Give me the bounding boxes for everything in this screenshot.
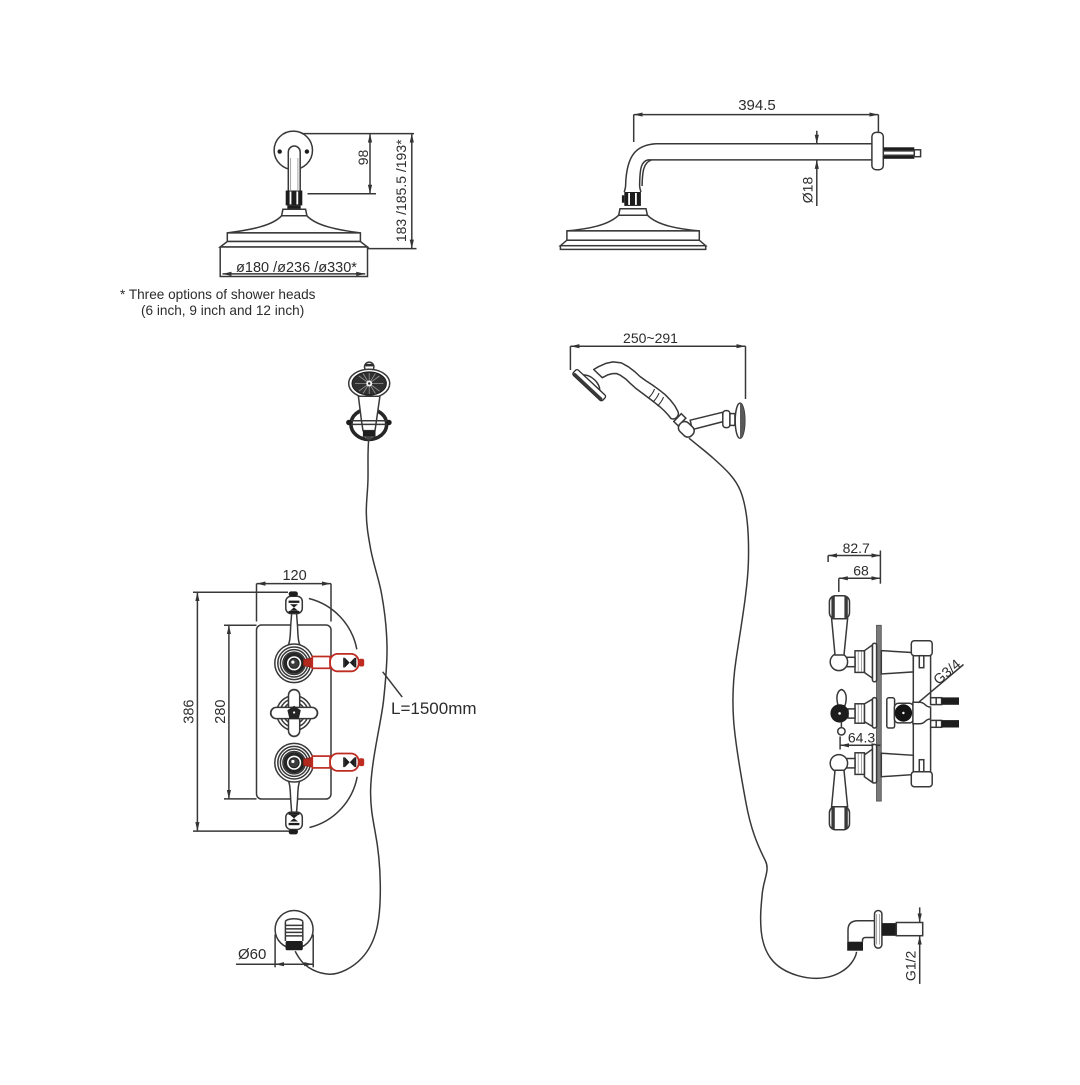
svg-text:Ø60: Ø60 [238,946,266,963]
svg-text:280: 280 [213,699,229,723]
svg-text:ø180 /ø236 /ø330*: ø180 /ø236 /ø330* [236,260,357,276]
svg-text:* Three options of shower head: * Three options of shower heads [120,287,316,302]
svg-text:394.5: 394.5 [738,97,776,114]
svg-text:L=1500mm: L=1500mm [391,699,477,718]
svg-text:386: 386 [182,699,198,723]
svg-text:120: 120 [282,568,306,584]
svg-text:G1/2: G1/2 [903,951,919,982]
svg-text:68: 68 [853,563,869,579]
svg-text:250~291: 250~291 [623,330,678,346]
svg-text:183 /185.5 /193*: 183 /185.5 /193* [393,139,409,242]
svg-text:(6 inch, 9 inch and 12 inch): (6 inch, 9 inch and 12 inch) [141,303,304,318]
svg-text:64.3: 64.3 [848,730,875,746]
svg-text:98: 98 [355,150,371,166]
svg-text:Ø18: Ø18 [800,177,816,204]
svg-text:82.7: 82.7 [843,540,870,556]
